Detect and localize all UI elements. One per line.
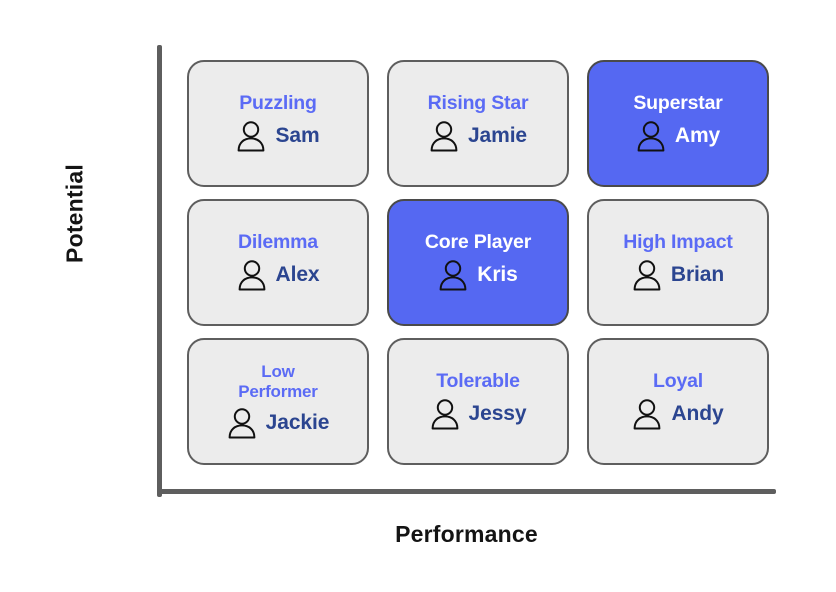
cell-title: Low Performer [238,362,318,401]
person-name: Andy [671,402,724,426]
y-axis-label: Potential [61,164,88,263]
person-row: Jamie [429,120,527,152]
person-name: Jamie [467,124,528,148]
person-row: Andy [632,398,724,430]
person-name: Sam [275,124,320,148]
person-icon [430,398,460,430]
person-icon [236,120,266,152]
person-icon [632,398,662,430]
person-name: Alex [275,263,320,287]
person-name: Kris [477,263,518,287]
person-row: Sam [236,120,320,152]
y-axis-line [157,45,162,497]
cell-title: High Impact [623,230,733,253]
cell-title: Puzzling [239,91,317,114]
person-icon [237,259,267,291]
person-row: Jessy [430,398,527,430]
person-row: Amy [636,120,720,152]
person-name: Jackie [265,410,330,434]
cell-title: Core Player [424,230,532,253]
cell-title: Dilemma [238,230,318,253]
person-icon [438,259,468,291]
person-name: Jessy [468,402,527,426]
cell-title: Superstar [633,91,723,114]
person-icon [227,407,257,439]
cell-title: Loyal [653,369,703,392]
x-axis-line [157,489,776,494]
person-row: Alex [237,259,320,291]
person-row: Brian [632,259,724,291]
person-row: Kris [438,259,518,291]
x-axis-label: Performance [395,521,538,547]
person-name: Amy [674,124,721,148]
person-icon [429,120,459,152]
person-icon [636,120,666,152]
cell-title: Tolerable [436,369,520,392]
person-icon [632,259,662,291]
cell-title: Rising Star [427,91,529,114]
person-row: Jackie [227,407,330,439]
person-name: Brian [670,263,725,287]
